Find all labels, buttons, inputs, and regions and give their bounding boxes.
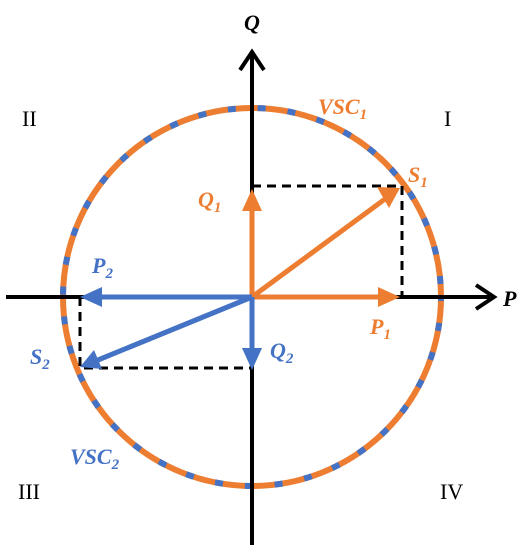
p-axis-arrowhead — [474, 283, 498, 311]
q2-arrowhead — [242, 348, 262, 370]
quadrant-iii-label: III — [18, 479, 40, 504]
p2-label: P2 — [91, 253, 113, 282]
s1-vector — [250, 196, 387, 300]
p2-arrowhead — [80, 287, 102, 307]
p1-arrowhead — [378, 287, 400, 307]
quadrant-i-label: I — [444, 106, 451, 131]
quadrant-iv-label: IV — [440, 479, 463, 504]
quadrant-ii-label: II — [22, 106, 37, 131]
s2-label: S2 — [30, 344, 50, 373]
q2-label: Q2 — [270, 338, 294, 367]
q-axis-label: Q — [244, 10, 260, 35]
s1-arrowhead — [377, 187, 400, 208]
s2-vector — [97, 294, 253, 363]
s1-projection-dashes — [252, 184, 404, 297]
s1-label: S1 — [408, 162, 428, 191]
q1-arrowhead — [242, 189, 262, 211]
q1-label: Q1 — [198, 187, 221, 216]
vsc2-label: VSC2 — [70, 444, 120, 473]
p-axis-label: P — [502, 286, 517, 311]
p1-label: P1 — [369, 314, 391, 343]
q-axis-arrowhead — [238, 48, 266, 72]
vsc1-label: VSC1 — [318, 94, 367, 123]
s2-projection-dashes — [78, 297, 252, 370]
s2-arrowhead — [80, 350, 102, 369]
